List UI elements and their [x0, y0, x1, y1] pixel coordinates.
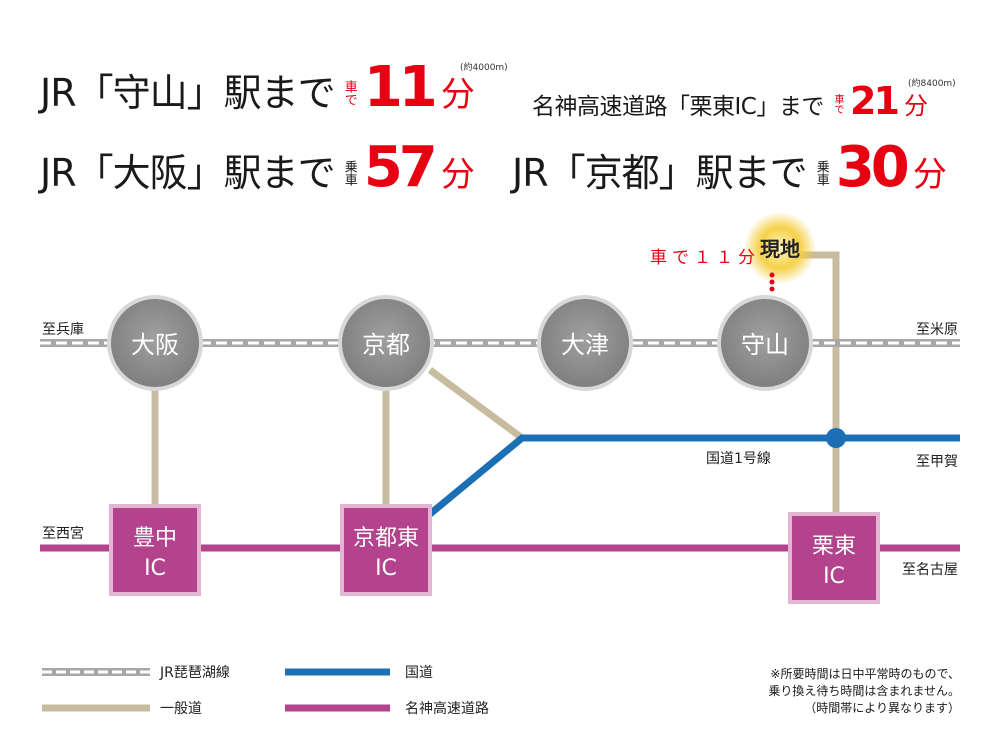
ic-label-line1: 豊中 [133, 526, 177, 551]
route1-junction [826, 428, 846, 448]
station-moriyama: 守山 [717, 295, 813, 391]
local-road-kyoto-diagonal [427, 367, 525, 441]
station-osaka: 大阪 [107, 295, 203, 391]
headline-value: 57 [363, 135, 438, 200]
local-road-site [790, 251, 840, 518]
direction-expressway-west: 至西宮 [42, 526, 84, 542]
local-roads [151, 251, 840, 518]
headline-mode: 乗車 [341, 160, 357, 186]
headline-label: JR「京都」駅まで [512, 151, 808, 195]
headline-unit: 分 [440, 155, 475, 195]
headline-unit: 分 [440, 75, 475, 115]
headline-distance-note: (約4000m) [460, 63, 508, 73]
headline-distance-note: (約8400m) [908, 79, 956, 89]
legend-expressway: 名神高速道路 [285, 700, 489, 717]
headline-mode: 乗車 [813, 160, 829, 186]
legend: JR琵琶湖線 一般道 国道 名神高速道路 [42, 665, 489, 717]
site-route-dots [769, 272, 775, 292]
station-label: 守山 [741, 331, 789, 359]
site-label: 現地 [760, 237, 800, 261]
ic-label-line2: IC [823, 564, 845, 589]
station-label: 大阪 [131, 331, 179, 359]
ic-label-line1: 京都東 [353, 526, 419, 551]
headline-ritto-ic: 名神高速道路「栗東IC」まで 車で 21 分 [532, 82, 928, 120]
headline-value: 21 [850, 79, 900, 123]
disclaimer-line: 乗り換え待ち時間は含まれません。 [768, 684, 960, 698]
ic-ritto: 栗東 IC [788, 512, 880, 604]
ic-label-line1: 栗東 [812, 534, 856, 559]
headline-unit: 分 [912, 155, 947, 195]
headline-label: JR「大阪」駅まで [40, 151, 336, 195]
ic-label-line2: IC [144, 556, 166, 581]
headline-value: 11 [363, 55, 438, 120]
headline-label: 名神高速道路「栗東IC」まで [532, 94, 824, 120]
headline-mode: 車で [831, 94, 843, 114]
legend-label: 一般道 [160, 701, 202, 717]
ic-label-line2: IC [375, 556, 397, 581]
site-marker: 現地 [744, 212, 816, 292]
station-otsu: 大津 [537, 295, 633, 391]
disclaimer-line: ※所要時間は日中平常時のもので、 [770, 667, 960, 681]
route1-label: 国道1号線 [706, 451, 771, 467]
ic-toyonaka: 豊中 IC [109, 504, 201, 596]
disclaimer: ※所要時間は日中平常時のもので、 乗り換え待ち時間は含まれません。 （時間帯によ… [768, 666, 960, 717]
headline-osaka: JR「大阪」駅まで 乗車 57 分 [40, 140, 475, 196]
legend-national-road: 国道 [285, 665, 433, 681]
headline-value: 30 [835, 135, 910, 200]
legend-label: JR琵琶湖線 [159, 665, 230, 681]
headline-mode: 車で [341, 80, 357, 106]
station-kyoto: 京都 [338, 295, 434, 391]
legend-rail: JR琵琶湖線 [42, 665, 230, 681]
ic-kyoto-higashi: 京都東 IC [340, 504, 432, 596]
headline-kyoto: JR「京都」駅まで 乗車 30 分 [512, 140, 947, 196]
national-road-route1 [427, 434, 960, 517]
headline-label: JR「守山」駅まで [40, 71, 336, 115]
disclaimer-line: （時間帯により異なります） [804, 701, 960, 715]
direction-route1-east: 至甲賀 [916, 454, 958, 470]
legend-label: 名神高速道路 [405, 700, 489, 717]
legend-local-road: 一般道 [42, 701, 202, 717]
headline-unit: 分 [904, 92, 929, 120]
headline-moriyama: JR「守山」駅まで 車で 11 分 [40, 60, 475, 116]
station-label: 京都 [362, 331, 410, 359]
direction-rail-east: 至米原 [916, 322, 958, 338]
direction-expressway-east: 至名古屋 [902, 562, 958, 578]
site-drive-time: 車で１１分 [650, 248, 760, 268]
direction-rail-west: 至兵庫 [42, 321, 84, 338]
legend-label: 国道 [405, 665, 433, 681]
station-label: 大津 [561, 331, 609, 359]
site-glow [744, 212, 816, 284]
